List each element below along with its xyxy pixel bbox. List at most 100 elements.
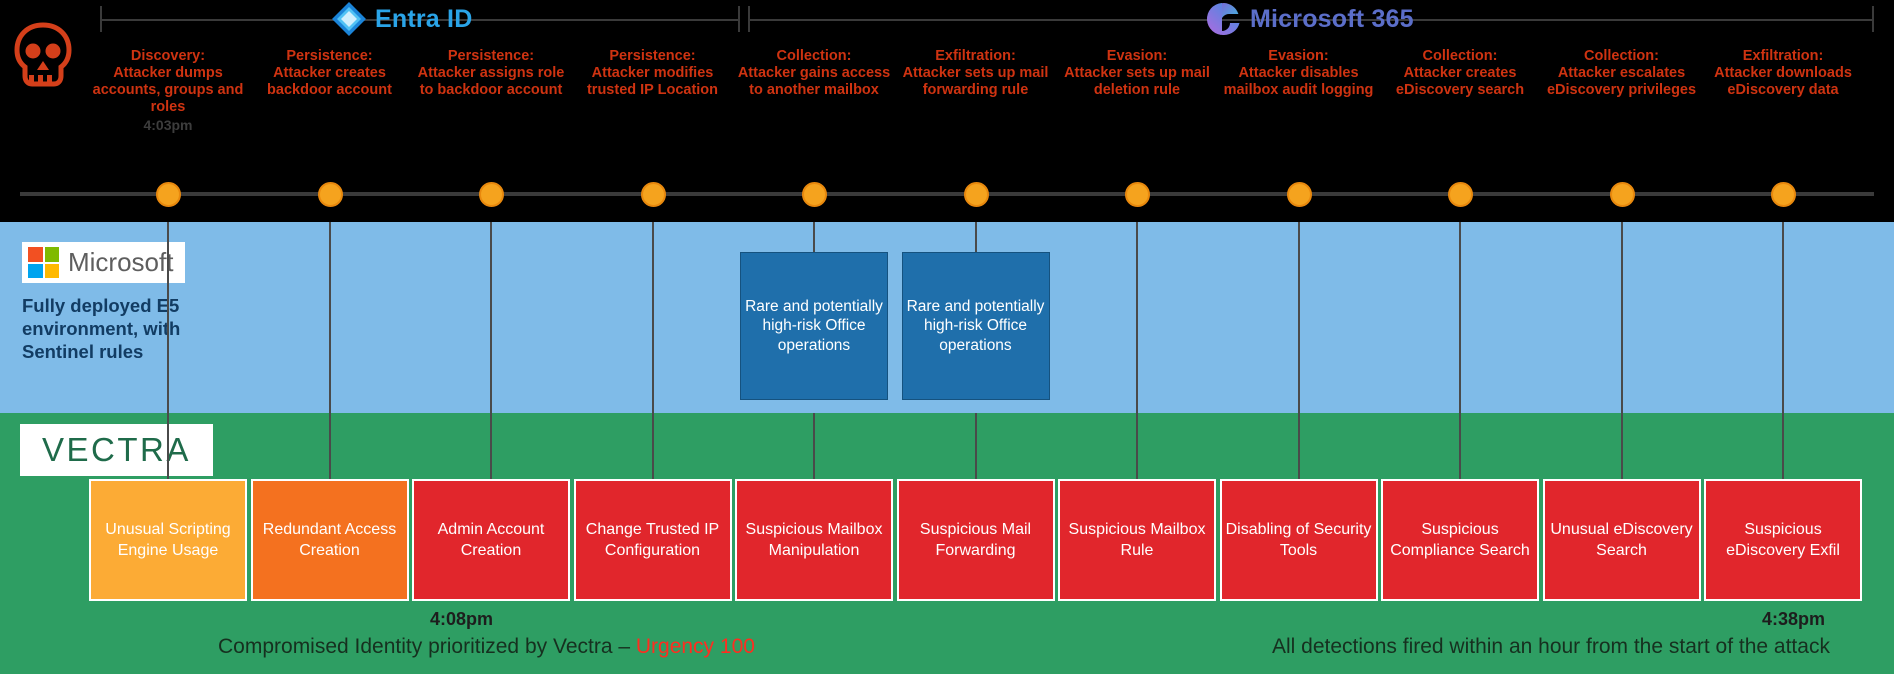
attack-stage-description: Attacker dumps accounts, groups and role…	[92, 65, 244, 115]
microsoft-connector-line	[974, 222, 977, 252]
timeline-node[interactable]	[479, 182, 504, 207]
timeline-node[interactable]	[1771, 182, 1796, 207]
vectra-left-footer-text: Compromised Identity prioritized by Vect…	[218, 635, 636, 658]
microsoft-connector-line	[813, 222, 815, 252]
attack-stage-tactic: Evasion:	[1106, 48, 1168, 64]
vectra-logo-box: VECTRA	[20, 424, 213, 476]
attack-stage: Collection:Attacker creates eDiscovery s…	[1380, 48, 1540, 99]
microsoft-connector-line	[1297, 222, 1300, 413]
attack-stage-description: Attacker disables mailbox audit logging	[1223, 65, 1374, 98]
attack-stage: Exfiltration:Attacker sets up mail forwa…	[896, 48, 1056, 99]
attack-stage-tactic: Persistence:	[447, 48, 535, 64]
attack-stage-description: Attacker gains access to another mailbox	[737, 65, 891, 98]
attack-stage-tactic: Collection:	[776, 48, 852, 64]
vectra-detection-box[interactable]: Change Trusted IP Configuration	[573, 479, 732, 601]
attack-stage-tactic: Persistence:	[286, 48, 373, 64]
attack-stage-tactic: Persistence:	[609, 48, 696, 64]
timeline-axis	[20, 192, 1874, 196]
vectra-urgency-score: Urgency 100	[635, 635, 755, 658]
timeline-node[interactable]	[640, 182, 666, 207]
m365-scope-label: Microsoft 365	[1250, 4, 1414, 33]
attack-stage: Persistence:Attacker assigns role to bac…	[411, 48, 571, 99]
timeline-node[interactable]	[963, 182, 989, 207]
vectra-end-time: 4:38pm	[1762, 609, 1826, 629]
microsoft-connector-line	[328, 222, 331, 413]
vectra-connector-line	[167, 413, 169, 479]
attack-stage: Exfiltration:Attacker downloads eDiscove…	[1703, 48, 1863, 99]
vectra-right-footer: All detections fired within an hour from…	[1272, 635, 1830, 658]
attack-stage-description: Attacker modifies trusted IP Location	[586, 65, 719, 98]
microsoft-logo-box: Microsoft	[22, 242, 186, 283]
vectra-connector-line	[1620, 413, 1623, 479]
microsoft-connector-line	[167, 222, 169, 413]
microsoft-365-logo-icon	[1206, 3, 1240, 36]
microsoft-detection-box[interactable]: Rare and potentially high-risk Office op…	[740, 252, 888, 400]
timeline-node[interactable]	[1448, 182, 1473, 207]
attack-timeline-band: Entra ID Microsoft 365 Discovery:Attacke…	[0, 0, 1894, 222]
attack-stage: Evasion:Attacker sets up mail deletion r…	[1057, 48, 1217, 99]
vectra-detection-box[interactable]: Redundant Access Creation	[250, 479, 409, 601]
vectra-connector-line	[974, 413, 977, 479]
attack-stage-description: Attacker creates backdoor account	[267, 65, 392, 98]
attack-stage-description: Attacker assigns role to backdoor accoun…	[417, 65, 565, 98]
vectra-start-time: 4:08pm	[430, 609, 494, 629]
vectra-detection-box[interactable]: Suspicious Mailbox Rule	[1058, 479, 1216, 601]
attack-stage: Persistence:Attacker modifies trusted IP…	[573, 48, 733, 99]
microsoft-connector-line	[1459, 222, 1461, 413]
vectra-detection-box[interactable]: Unusual eDiscovery Search	[1542, 479, 1701, 601]
vectra-connector-line	[490, 413, 492, 479]
microsoft-connector-line	[490, 222, 492, 413]
vectra-detection-box[interactable]: Suspicious Mail Forwarding	[896, 479, 1055, 601]
microsoft-connector-line	[651, 222, 654, 413]
vectra-wordmark: VECTRA	[42, 431, 191, 468]
vectra-detection-box[interactable]: Unusual Scripting Engine Usage	[89, 479, 247, 601]
vectra-connector-line	[813, 413, 815, 479]
timeline-node[interactable]	[1609, 182, 1635, 207]
attack-stage-description: Attacker sets up mail deletion rule	[1064, 65, 1210, 98]
vectra-detection-box[interactable]: Suspicious Mailbox Manipulation	[735, 479, 893, 601]
timeline-node[interactable]	[1125, 182, 1150, 207]
entra-scope-label-group: Entra ID	[330, 0, 472, 38]
attack-stage-description: Attacker creates eDiscovery search	[1395, 65, 1525, 98]
vectra-left-footer: Compromised Identity prioritized by Vect…	[218, 635, 755, 659]
attack-stage: Persistence:Attacker creates backdoor ac…	[250, 48, 410, 99]
m365-scope-cap-right	[1872, 6, 1874, 32]
attack-stage-tactic: Collection:	[1584, 48, 1659, 64]
skull-icon	[14, 22, 72, 87]
entra-scope-bar	[100, 19, 740, 21]
attack-stage-description: Attacker sets up mail forwarding rule	[902, 65, 1049, 98]
microsoft-detection-box[interactable]: Rare and potentially high-risk Office op…	[901, 252, 1050, 400]
microsoft-caption: Fully deployed E5 environment, with Sent…	[22, 295, 181, 362]
attack-stage-description: Attacker downloads eDiscovery data	[1714, 65, 1852, 98]
entra-scope-cap-right	[738, 6, 740, 32]
vectra-detection-box[interactable]: Suspicious Compliance Search	[1381, 479, 1539, 601]
entra-scope-label: Entra ID	[375, 4, 473, 33]
attack-stage: Collection:Attacker gains access to anot…	[734, 48, 894, 99]
timeline-node[interactable]	[802, 182, 827, 207]
entra-id-logo-icon	[332, 2, 366, 36]
attack-stage-time: 4:03pm	[143, 117, 193, 133]
vectra-connector-line	[1782, 413, 1784, 479]
vectra-connector-line	[651, 413, 654, 479]
attack-stage: Evasion:Attacker disables mailbox audit …	[1219, 48, 1379, 99]
attack-stage: Discovery:Attacker dumps accounts, group…	[88, 48, 248, 134]
m365-scope-label-group: Microsoft 365	[1205, 0, 1414, 38]
vectra-connector-line	[1297, 413, 1300, 479]
vectra-detection-box[interactable]: Admin Account Creation	[412, 479, 570, 601]
vectra-detection-box[interactable]: Suspicious eDiscovery Exfil	[1704, 479, 1862, 601]
attack-stage-description: Attacker escalates eDiscovery privileges	[1546, 65, 1697, 98]
timeline-node[interactable]	[156, 182, 181, 207]
timeline-node[interactable]	[1286, 182, 1312, 207]
m365-scope-bar	[748, 19, 1874, 21]
microsoft-connector-line	[1620, 222, 1623, 413]
vectra-detection-box[interactable]: Disabling of Security Tools	[1219, 479, 1378, 601]
vectra-connector-line	[328, 413, 331, 479]
microsoft-connector-line	[1136, 222, 1138, 413]
microsoft-connector-line	[1782, 222, 1784, 413]
attack-stage-tactic: Collection:	[1422, 48, 1498, 64]
microsoft-logo-icon	[28, 247, 59, 278]
timeline-node[interactable]	[317, 182, 343, 207]
attack-stage-tactic: Discovery:	[130, 48, 206, 64]
attack-stage: Collection:Attacker escalates eDiscovery…	[1542, 48, 1702, 99]
